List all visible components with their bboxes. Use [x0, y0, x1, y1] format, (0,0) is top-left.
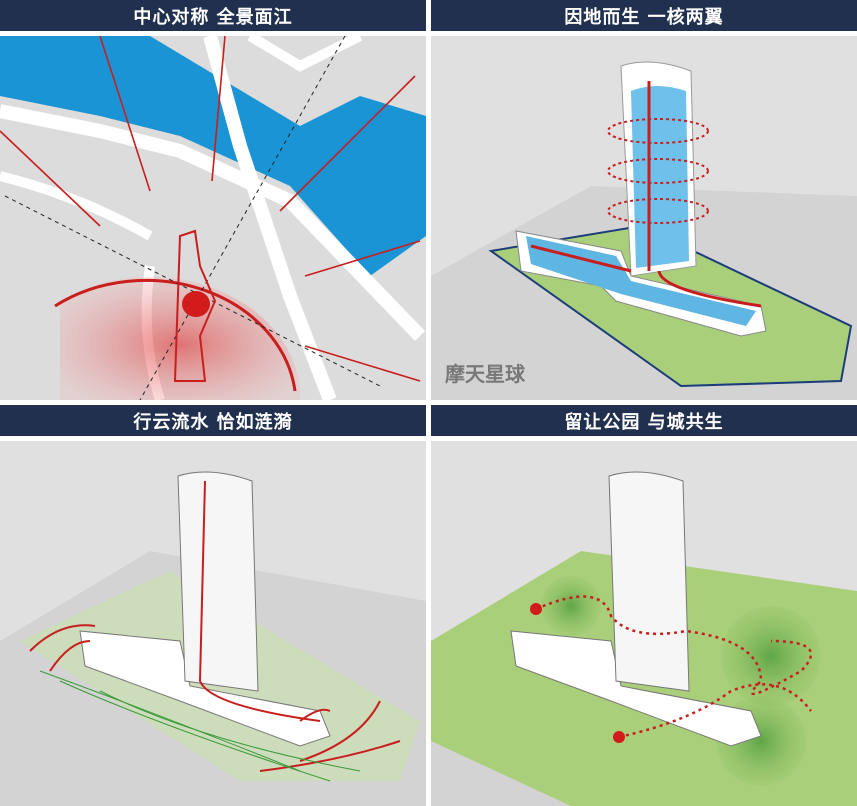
ripple-flow-diagram: [0, 441, 426, 806]
park-city-diagram: [431, 441, 857, 806]
site-plan-diagram: [0, 36, 426, 400]
tower-core-marker: [182, 291, 210, 317]
river: [0, 36, 426, 276]
panel-title-4: 留让公园 与城共生: [431, 405, 857, 436]
watermark: 摩天星球: [445, 362, 525, 386]
core-wings-diagram: 摩天星球: [431, 36, 857, 400]
panel-title-1: 中心对称 全景面江: [0, 0, 426, 31]
site-outline: [173, 229, 217, 382]
panel-title-2: 因地而生 一核两翼: [431, 0, 857, 31]
panel-title-3: 行云流水 恰如涟漪: [0, 405, 426, 436]
